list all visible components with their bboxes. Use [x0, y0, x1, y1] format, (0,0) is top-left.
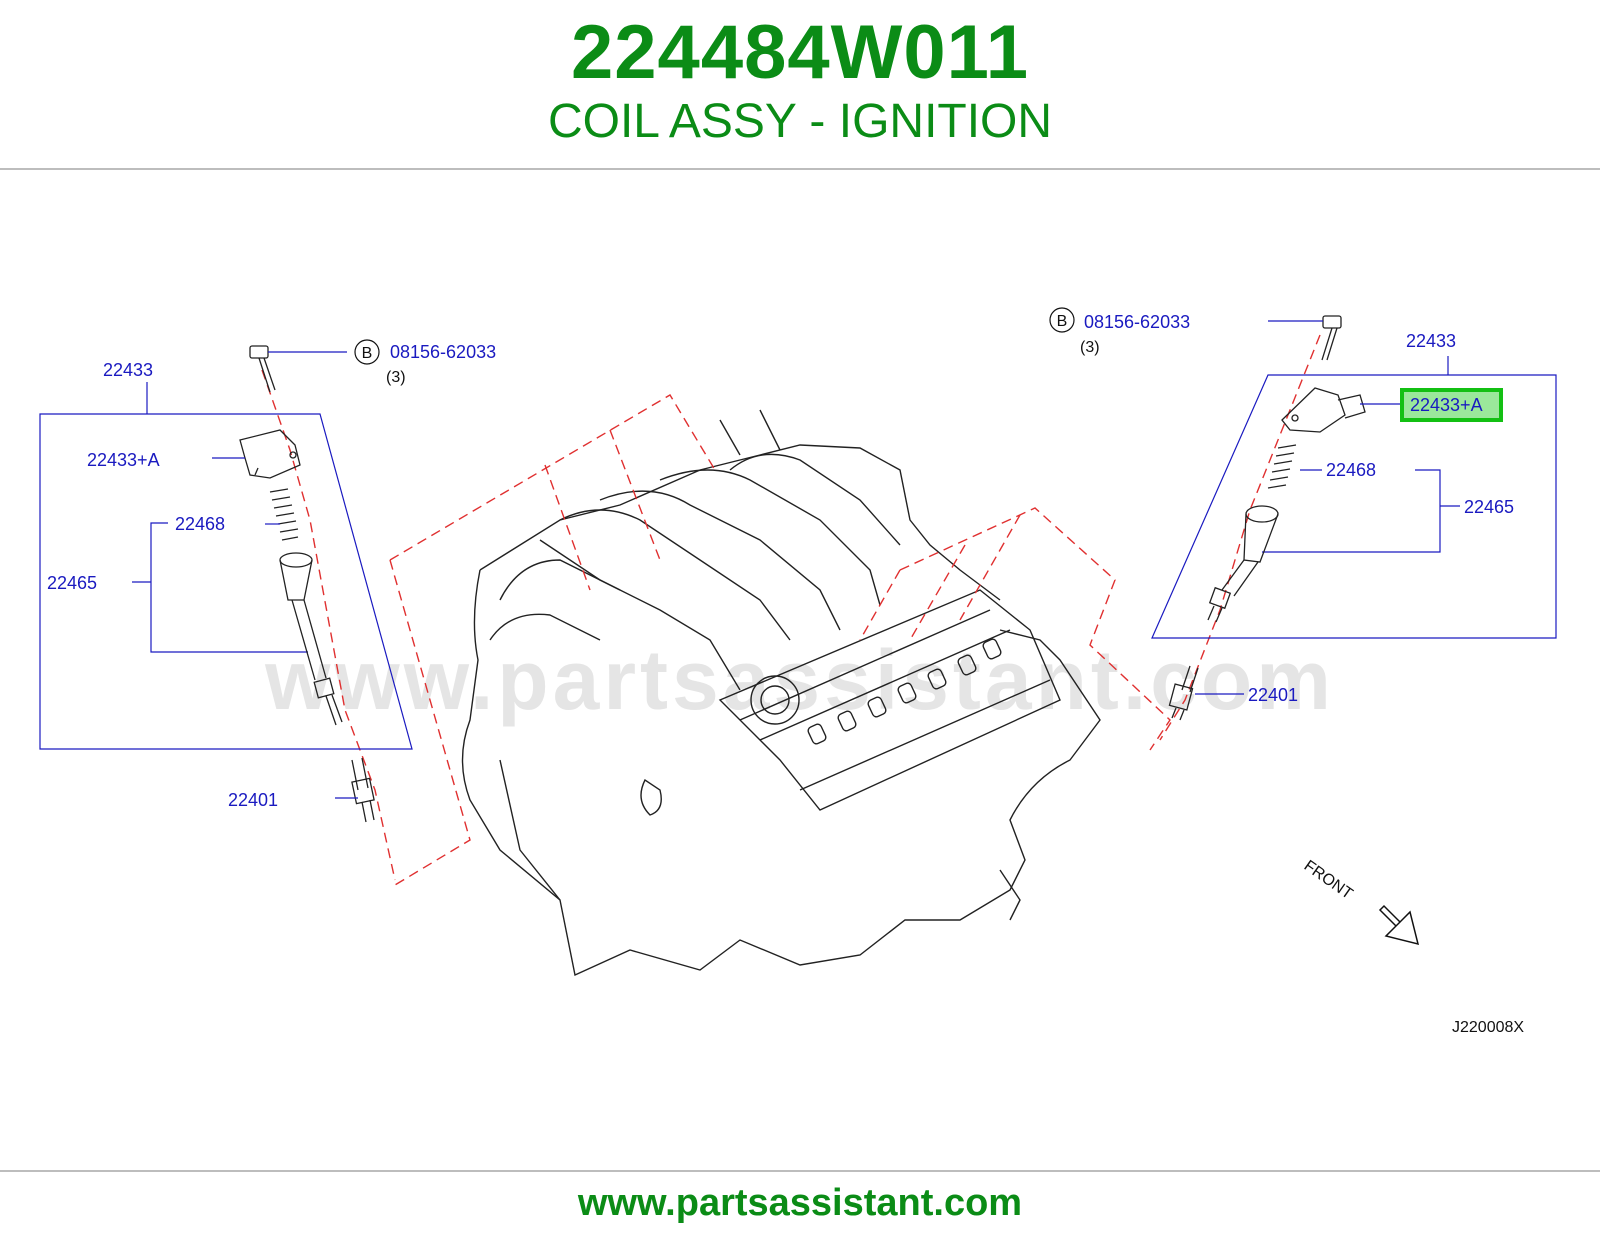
dashed-guides	[261, 334, 1321, 886]
left-spark-plug-label: 22401	[228, 790, 278, 810]
right-bolt-qty: (3)	[1080, 339, 1100, 356]
left-bolt-label: 08156-62033	[390, 342, 496, 362]
right-spark-plug-label: 22401	[1248, 685, 1298, 705]
footer-divider	[0, 1170, 1600, 1172]
highlighted-coil-box	[1400, 388, 1503, 422]
part-name-subtitle: COIL ASSY - IGNITION	[547, 95, 1053, 148]
engine-drawing	[461, 409, 1101, 977]
right-bolt-marker: B	[1057, 313, 1068, 330]
right-boot-label: 22465	[1464, 497, 1514, 517]
front-arrow-icon	[1378, 904, 1420, 946]
header-divider	[0, 168, 1600, 170]
left-bolt-marker-circle	[354, 339, 380, 365]
right-spark-plug-icon	[1168, 665, 1199, 721]
right-coil-label[interactable]: 22433+A	[1410, 395, 1483, 415]
right-spring-label: 22468	[1326, 460, 1376, 480]
left-coil-label: 22433+A	[87, 450, 160, 470]
left-boot-label: 22465	[47, 573, 97, 593]
right-bolt-icon	[1321, 315, 1342, 361]
front-label: FRONT	[1301, 857, 1356, 903]
left-boot-icon	[279, 552, 343, 726]
front-indicator: FRONT	[1301, 857, 1420, 946]
part-number-title: 224484W011	[571, 10, 1029, 95]
left-bolt-icon	[249, 345, 276, 393]
right-boot-icon	[1207, 505, 1279, 623]
right-bolt-label: 08156-62033	[1084, 312, 1190, 332]
page-header: 224484W011 COIL ASSY - IGNITION	[0, 0, 1600, 168]
left-spark-plug-icon	[351, 757, 375, 823]
right-assembly-frame	[1151, 374, 1557, 639]
right-assembly: 22433 B 08156-62033 (3) 22433+A 22468	[1049, 307, 1557, 721]
footer-url-link[interactable]: www.partsassistant.com	[577, 1182, 1023, 1224]
left-spring-label: 22468	[175, 514, 225, 534]
left-assembly-frame	[39, 413, 413, 750]
watermark: www.partsassistant.com	[265, 633, 1335, 727]
right-bolt-marker-circle	[1049, 307, 1075, 333]
drawing-code: J220008X	[1452, 1019, 1524, 1036]
left-coil-icon	[239, 429, 301, 479]
left-spring-icon	[269, 488, 299, 541]
left-bolt-marker: B	[362, 345, 373, 362]
right-spring-icon	[1267, 444, 1297, 489]
right-assembly-label: 22433	[1406, 331, 1456, 351]
left-bolt-qty: (3)	[386, 369, 406, 386]
left-assembly: 22433 B 08156-62033 (3) 22433+A 22468 22…	[39, 339, 496, 823]
left-assembly-label: 22433	[103, 360, 153, 380]
right-coil-icon	[1281, 387, 1366, 433]
